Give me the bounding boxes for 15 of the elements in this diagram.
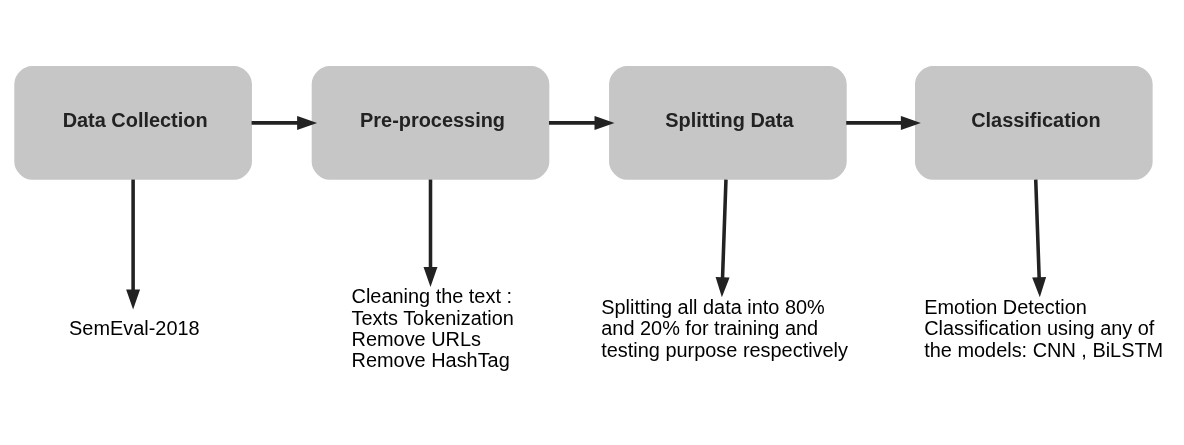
node-box: Classification [915, 66, 1153, 180]
node-box: Splitting Data [609, 66, 847, 180]
node-text: Cleaning the text : Texts Tokenization Remove URLs Remove HashTag [351, 285, 514, 372]
arrow [549, 115, 615, 130]
arrow [846, 115, 921, 130]
arrow [423, 179, 438, 287]
node-box: Data Collection [14, 66, 252, 180]
arrow [251, 115, 318, 130]
arrow [715, 179, 730, 298]
node-box: Pre-processing [311, 66, 550, 180]
node-text: SemEval-2018 [69, 317, 200, 340]
arrow [1032, 179, 1047, 298]
node-text: Emotion Detection Classification using any of the models: CNN , BiLSTM [924, 295, 1164, 361]
arrow [126, 179, 141, 310]
node-text: Splitting all data into 80% and 20% for training and testing purpose respectively [601, 295, 848, 361]
